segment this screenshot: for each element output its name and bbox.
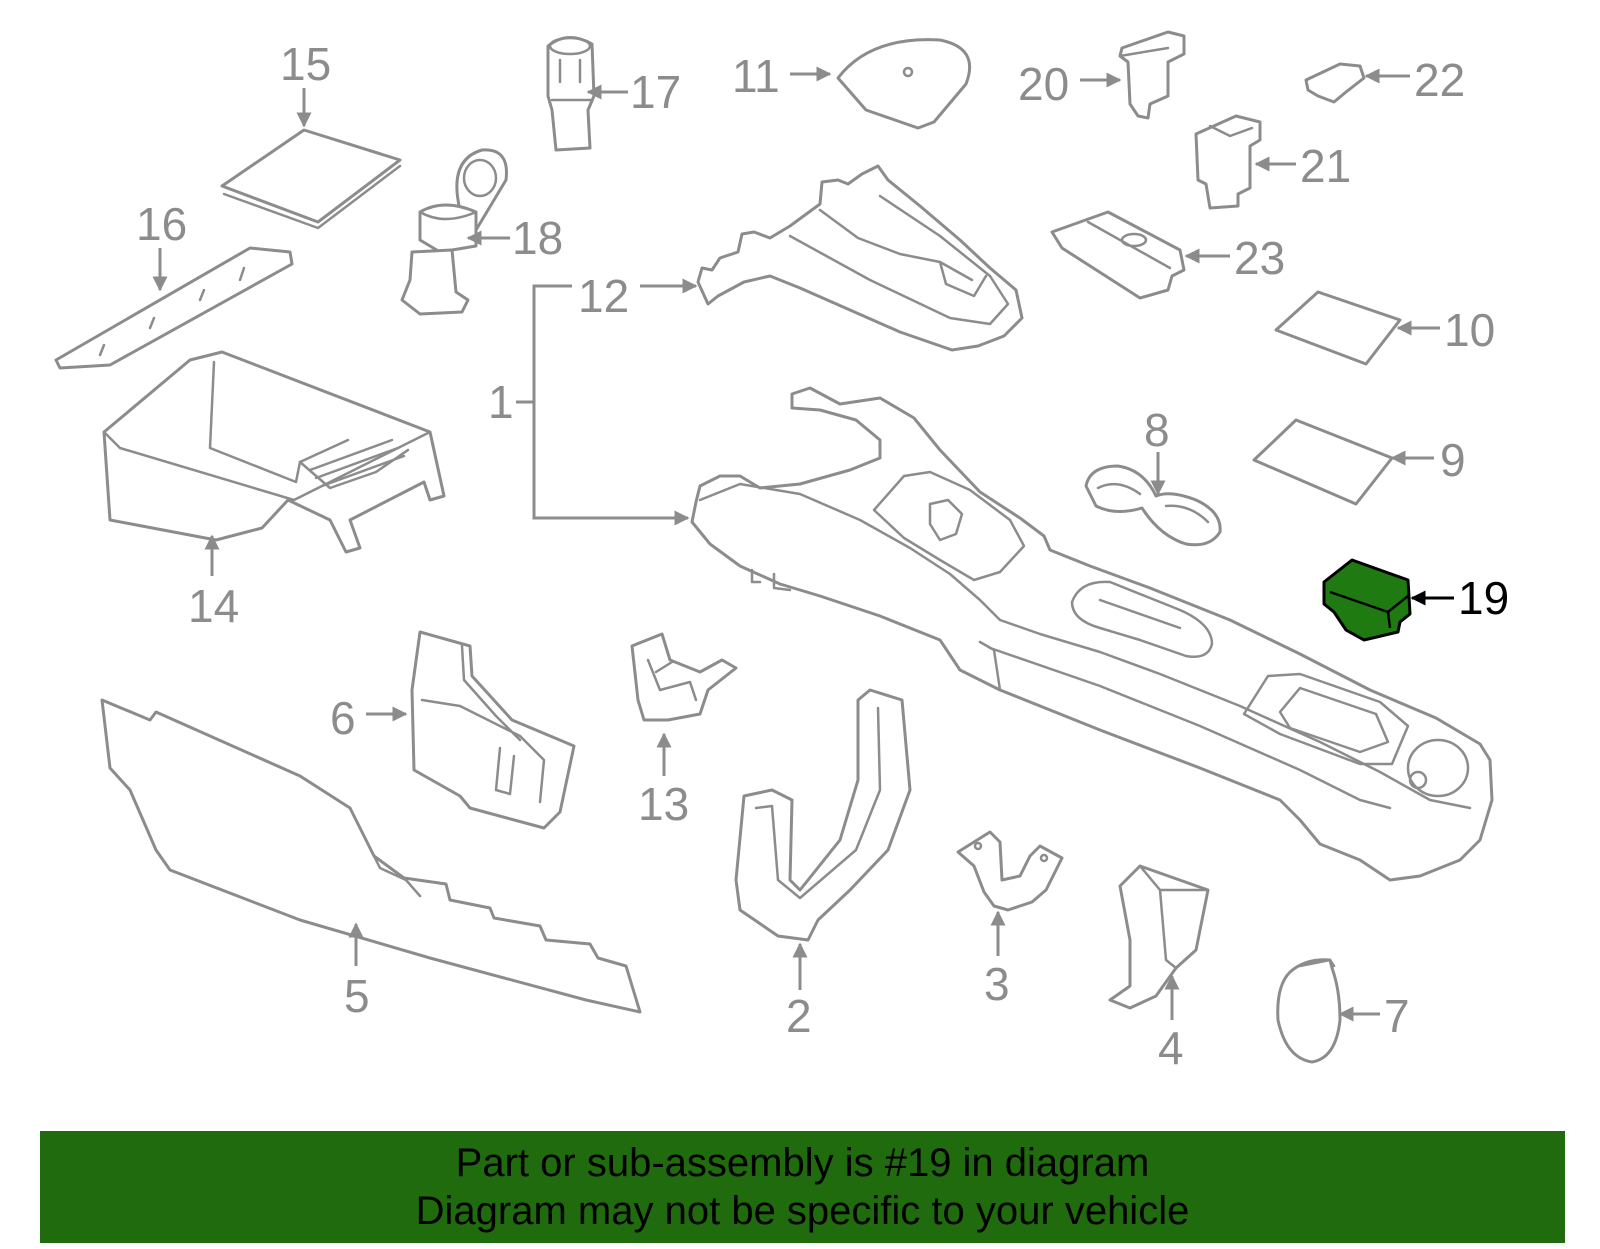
part-15-pad[interactable] — [220, 128, 402, 230]
part-3-bracket[interactable] — [956, 830, 1064, 912]
callout-13: 13 — [638, 778, 689, 830]
callout-19: 19 — [1458, 572, 1509, 624]
callout-9: 9 — [1440, 434, 1466, 486]
callout-11: 11 — [732, 50, 780, 102]
part-4-panel[interactable] — [1108, 864, 1210, 1010]
part-13-bracket[interactable] — [630, 632, 738, 722]
callout-2: 2 — [786, 990, 812, 1042]
part-10-pad[interactable] — [1274, 290, 1402, 366]
part-14-storage-bin[interactable] — [102, 350, 446, 554]
part-5-lower-panel[interactable] — [100, 698, 642, 1014]
callout-3: 3 — [984, 958, 1010, 1010]
part-19-highlighted[interactable] — [1322, 558, 1412, 642]
callout-21: 21 — [1300, 140, 1351, 192]
callout-16: 16 — [136, 198, 187, 250]
parts-diagram: 15 16 14 17 18 11 20 22 21 23 10 9 8 12 … — [54, 30, 1509, 1074]
part-23-bracket[interactable] — [1050, 210, 1186, 300]
part-22-clip[interactable] — [1304, 62, 1366, 104]
callout-4: 4 — [1158, 1022, 1184, 1074]
callout-5: 5 — [344, 970, 370, 1022]
callout-17: 17 — [630, 66, 681, 118]
banner-line-2: Diagram may not be specific to your vehi… — [415, 1189, 1190, 1233]
part-16-trim-strip[interactable] — [54, 246, 294, 370]
part-12-bezel[interactable] — [696, 164, 1024, 352]
part-6-side-panel[interactable] — [410, 630, 576, 830]
part-2-u-bracket[interactable] — [734, 688, 912, 942]
callout-18: 18 — [512, 212, 563, 264]
part-8-cup-liner[interactable] — [1084, 464, 1222, 547]
callout-8: 8 — [1144, 404, 1170, 456]
part-18-socket-cover[interactable] — [400, 148, 508, 316]
info-banner: Part or sub-assembly is #19 in diagram D… — [40, 1131, 1565, 1243]
callout-22: 22 — [1414, 54, 1465, 106]
part-9-pad[interactable] — [1252, 418, 1394, 506]
callout-7: 7 — [1384, 990, 1410, 1042]
part-7-grommet[interactable] — [1276, 958, 1342, 1064]
banner-line-1: Part or sub-assembly is #19 in diagram — [455, 1141, 1150, 1185]
callout-15: 15 — [280, 38, 331, 90]
callout-6: 6 — [330, 692, 356, 744]
part-17-socket[interactable] — [546, 36, 596, 152]
callout-14: 14 — [188, 580, 239, 632]
callout-20: 20 — [1018, 58, 1069, 110]
callout-12: 12 — [578, 270, 629, 322]
callout-23: 23 — [1234, 232, 1285, 284]
part-11-pad[interactable] — [836, 38, 972, 130]
part-21-switch[interactable] — [1194, 114, 1262, 210]
part-1-console[interactable] — [690, 386, 1494, 882]
callout-1: 1 — [488, 376, 514, 428]
part-20-switch[interactable] — [1118, 30, 1186, 120]
callout-10: 10 — [1444, 304, 1495, 356]
